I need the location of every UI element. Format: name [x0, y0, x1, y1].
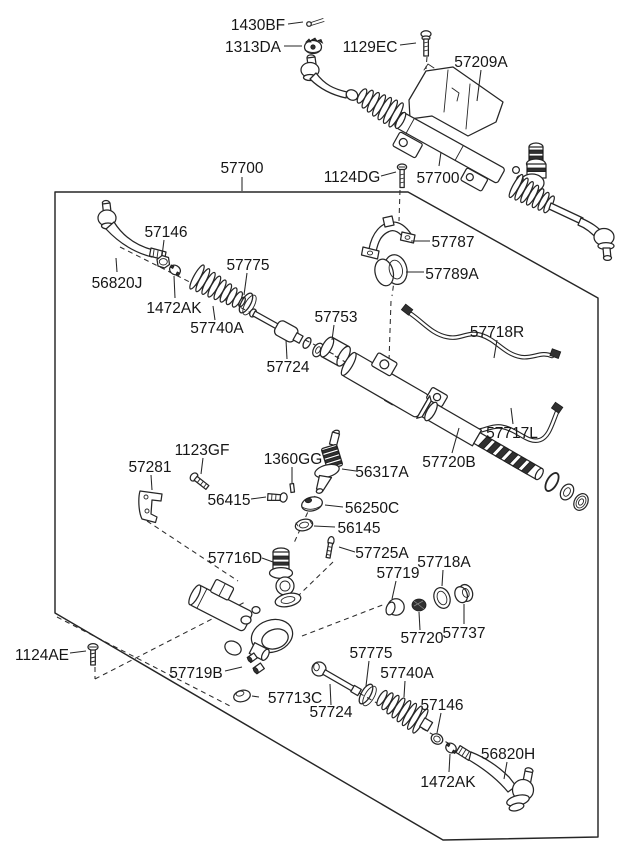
label-56317a: 56317A [355, 464, 409, 481]
label-56250c: 56250C [345, 500, 399, 517]
label-57146-left: 57146 [144, 224, 187, 241]
cotter-pin-1430bf-drawing [306, 18, 325, 27]
label-1124dg: 1124DG [324, 169, 381, 186]
feed-tube-57718r-drawing [400, 303, 562, 360]
label-57700-left: 57700 [220, 160, 263, 177]
label-57716d: 57716D [208, 550, 262, 567]
label-57700-center: 57700 [416, 170, 459, 187]
label-57789a: 57789A [425, 266, 479, 283]
pinion-shaft-56317a-drawing [314, 429, 343, 494]
screw-56415-drawing [266, 492, 288, 503]
label-57740a-bottom: 57740A [380, 665, 434, 682]
knurled-plug-57720-drawing [411, 598, 427, 612]
o-ring-57718a-drawing [433, 587, 451, 609]
heat-protector-57209a-drawing [408, 63, 504, 137]
label-57720: 57720 [400, 630, 443, 647]
label-57787: 57787 [431, 234, 474, 251]
label-56820h: 56820H [481, 746, 535, 763]
label-57719: 57719 [376, 565, 419, 582]
label-1472ak-left: 1472AK [146, 300, 202, 317]
label-56415: 56415 [207, 492, 250, 509]
seal-56145-drawing [294, 518, 314, 532]
label-57737: 57737 [442, 625, 485, 642]
label-57718r: 57718R [470, 324, 524, 341]
plug-57719-drawing [385, 598, 405, 616]
label-1360gg: 1360GG [264, 451, 323, 468]
label-56145: 56145 [337, 520, 380, 537]
label-1124ae: 1124AE [15, 647, 69, 664]
tie-rod-end-56820j-drawing [97, 199, 167, 261]
label-57720b: 57720B [422, 454, 475, 471]
label-1123gf: 1123GF [175, 442, 230, 459]
boot-band-57775-bottom-drawing [358, 683, 377, 707]
rack-housing-57720b-drawing [334, 351, 589, 511]
castle-nut-1313da-drawing [303, 37, 324, 55]
bolt-57725a-drawing [325, 536, 335, 559]
label-57209a: 57209A [454, 54, 508, 71]
label-57724-bottom: 57724 [309, 704, 352, 721]
bolt-1124ae-drawing [87, 642, 99, 666]
label-57713c: 57713C [268, 690, 322, 707]
cap-57713c-drawing [233, 689, 251, 703]
pin-1360gg-drawing [289, 482, 296, 494]
label-57281: 57281 [128, 459, 171, 476]
steering-gear-assembly-drawing [300, 54, 615, 262]
label-57719b: 57719B [169, 665, 222, 682]
label-57146-bottom: 57146 [420, 697, 463, 714]
inner-tie-rod-57724-left-drawing [249, 308, 304, 344]
inner-tie-rod-57724-bottom-drawing [311, 661, 362, 697]
bellows-boot-57740a-bottom-drawing [376, 689, 434, 734]
label-56820j: 56820J [92, 275, 143, 292]
boot-band-57775-left-drawing [238, 292, 257, 316]
bolt-1124dg-drawing [396, 163, 408, 189]
label-57724-left: 57724 [266, 359, 309, 376]
bolt-1129ec-drawing [420, 30, 432, 57]
label-57725a: 57725A [355, 545, 409, 562]
tie-rod-end-56820h-drawing [455, 744, 535, 812]
label-57775-left: 57775 [226, 257, 269, 274]
bracket-57281-drawing [138, 490, 163, 524]
nut-1472ak-left-drawing [168, 264, 182, 277]
leader-lines [69, 21, 514, 780]
bushing-57737-drawing [454, 583, 474, 604]
label-57717l: 57717L [486, 425, 538, 442]
bracket-rubber-57789a-drawing [374, 254, 408, 287]
nut-57146-left-drawing [156, 254, 171, 269]
plugs-57719b-drawing [246, 652, 265, 675]
nut-57146-bottom-drawing [430, 733, 444, 745]
label-57718a: 57718A [417, 554, 471, 571]
label-1472ak-bottom: 1472AK [420, 774, 476, 791]
label-1313da: 1313DA [225, 39, 282, 56]
label-1129ec: 1129EC [343, 39, 398, 56]
label-57740a-left: 57740A [190, 320, 244, 337]
label-57775-bottom: 57775 [349, 645, 392, 662]
bolt-1123gf-drawing [189, 472, 210, 490]
label-1430bf: 1430BF [231, 17, 285, 34]
valve-assembly-57716d-drawing [268, 547, 302, 608]
part-labels: 1430BF 1313DA 1129EC 57209A 57700 1124DG… [15, 17, 538, 791]
label-57753: 57753 [314, 309, 357, 326]
pinion-housing-drawing [188, 579, 294, 661]
diagram-border [54, 191, 599, 841]
bellows-boot-57740a-left-drawing [189, 264, 246, 308]
mounting-bracket-57787-drawing [360, 215, 416, 260]
cap-56250c-drawing [301, 496, 323, 512]
